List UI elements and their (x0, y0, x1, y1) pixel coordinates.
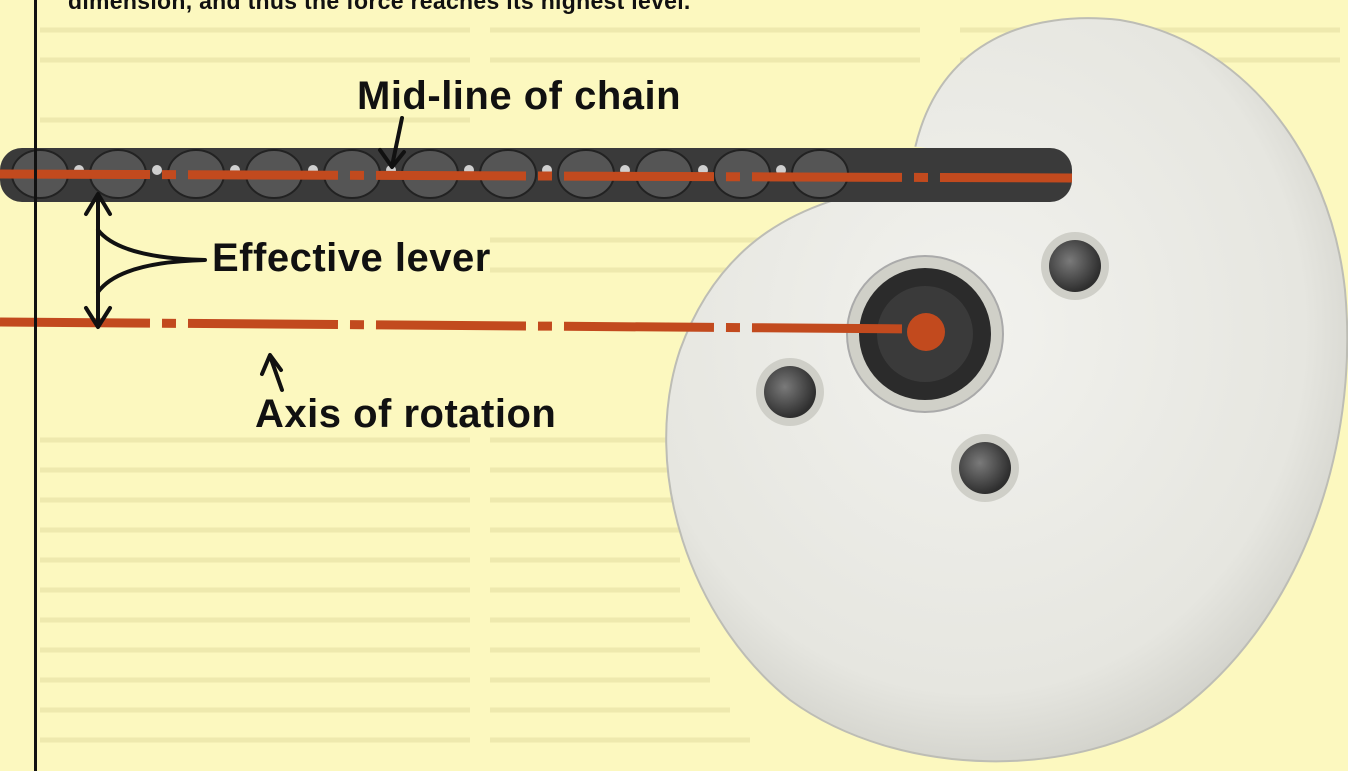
caption-text: dimension, and thus the force reaches it… (68, 0, 691, 15)
arrow-up-icon (262, 355, 282, 390)
arrow-down-icon (380, 118, 404, 167)
midline-label: Mid-line of chain (357, 74, 681, 119)
axis-of-rotation-label: Axis of rotation (255, 392, 556, 437)
column-divider (34, 0, 37, 771)
double-arrow-icon (86, 194, 205, 327)
effective-lever-label: Effective lever (212, 236, 491, 281)
